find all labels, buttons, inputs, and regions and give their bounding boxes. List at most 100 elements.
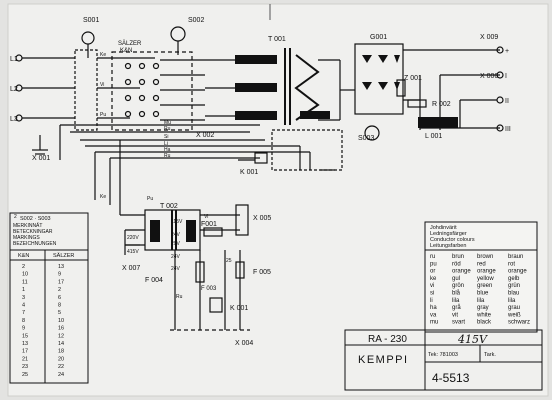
g001-label: G001	[370, 34, 387, 41]
f005-label: F 005	[253, 269, 271, 276]
legend-cell: grün	[508, 283, 520, 289]
l1-label: L1	[10, 56, 18, 63]
table-cell: 9	[58, 272, 61, 278]
table-cell: 4	[22, 303, 25, 309]
legend-cell: schwarz	[508, 320, 530, 326]
voltage-115v: 115V	[171, 219, 183, 225]
r002-resistor	[407, 99, 427, 108]
voltage-29v: 29V	[171, 241, 181, 247]
legend-cell: lila	[508, 298, 516, 304]
l2-label: L2	[10, 86, 18, 93]
k001-bottom-label: K 001	[230, 305, 248, 312]
table-header-1: MERKINNÄT	[13, 222, 42, 229]
l3-label: L3	[10, 116, 18, 123]
r002-label: R 002	[432, 101, 451, 108]
legend-cell: black	[477, 320, 492, 326]
k001-coil-top	[254, 152, 268, 164]
legend-cell: blå	[452, 290, 461, 297]
s003-contacts	[271, 129, 343, 171]
f004-label: F 004	[145, 277, 163, 284]
table-cell: 12	[58, 333, 64, 339]
table-cell: 22	[58, 364, 64, 370]
table-cell: 23	[22, 364, 28, 370]
wire-si: Si	[164, 134, 168, 140]
legend-title-fi: Johdinvärit	[430, 225, 457, 231]
table-cell: 1	[22, 287, 25, 293]
s003-label: S003	[358, 135, 374, 142]
legend-cell: si	[430, 291, 434, 297]
legend-cell: brun	[452, 254, 464, 260]
g001-diodes	[362, 55, 400, 90]
table-cell: 8	[22, 318, 25, 324]
legend-cell: vit	[452, 312, 458, 318]
voltage-24v-a: 24V	[171, 254, 181, 260]
terminal-plus: +	[505, 48, 509, 55]
x002-label: X 002	[196, 132, 214, 139]
t001-winding-2	[235, 83, 277, 92]
s003-symbol	[364, 125, 380, 141]
legend-cell: rot	[508, 261, 515, 267]
table-cell: 11	[22, 279, 28, 285]
table-cell: 13	[58, 264, 64, 270]
table-header-4: BEZEICHNUNGEN	[13, 241, 57, 247]
table-cell: 15	[22, 333, 28, 339]
voltage-24v-out: 24V	[171, 232, 181, 238]
wire-ru3: Ru	[176, 294, 183, 300]
x005-label: X 005	[253, 215, 271, 222]
wire-pu: Pu	[100, 112, 106, 118]
t002-secondary-block	[186, 220, 196, 242]
table-cell: 21	[22, 356, 28, 362]
legend-cell: weiß	[507, 312, 521, 318]
legend-cell: yellow	[477, 276, 494, 282]
s001-contacts	[74, 49, 98, 131]
legend-cell: gul	[452, 276, 460, 282]
model-label: RA - 230	[368, 334, 407, 345]
legend-cell: orange	[508, 269, 527, 275]
terminal-i: I	[505, 73, 507, 80]
legend-cell: green	[477, 283, 492, 289]
s001-label: S001	[83, 17, 99, 24]
table-cell: 14	[58, 341, 64, 347]
t001-secondary-block	[300, 111, 330, 119]
f003-fuse	[195, 261, 205, 283]
wiring	[15, 26, 504, 331]
x005-connector	[235, 204, 249, 236]
legend-cell: blau	[508, 291, 519, 297]
table-col-kn: K&N	[18, 253, 29, 259]
wire-ru2: Ru	[164, 153, 171, 159]
legend-cell: brown	[477, 254, 493, 260]
table-cell: 5	[58, 310, 61, 316]
table-cell: 25	[22, 372, 28, 378]
z001-label: Z 001	[404, 75, 422, 82]
table-cell: 7	[22, 310, 25, 316]
x006-label: X 006	[480, 73, 498, 80]
table-cell: 17	[58, 279, 64, 285]
voltage-24v-b: 24V	[171, 266, 181, 272]
l001-choke	[418, 117, 458, 128]
voltage-415v: 415V	[127, 249, 139, 255]
x007-label: X 007	[122, 265, 140, 272]
table-cell: 10	[58, 318, 64, 324]
table-cell: 2	[58, 287, 61, 293]
legend-cell: va	[430, 312, 437, 318]
legend-cell: grau	[508, 305, 520, 311]
legend-cell: white	[476, 312, 492, 318]
f001-fuse	[203, 227, 223, 237]
wire-vi: Vi	[100, 82, 104, 88]
legend-title-de: Leitungsfarben	[430, 243, 466, 249]
legend-cell: ke	[430, 276, 437, 282]
legend-cell: röd	[452, 261, 461, 267]
legend-cell: grå	[452, 304, 461, 311]
table-cell: 10	[22, 272, 28, 278]
legend-cell: orange	[477, 269, 496, 275]
k001-top-label: K 001	[240, 169, 258, 176]
terminal-iii: III	[505, 126, 511, 133]
voltage-220v: 220V	[127, 235, 139, 241]
x009-label: X 009	[480, 34, 498, 41]
t002-primary-block	[150, 220, 160, 242]
legend-cell: orange	[452, 269, 471, 275]
legend-cell: blue	[477, 291, 489, 297]
table-cell: 18	[58, 349, 64, 355]
table-cell: 13	[22, 341, 28, 347]
